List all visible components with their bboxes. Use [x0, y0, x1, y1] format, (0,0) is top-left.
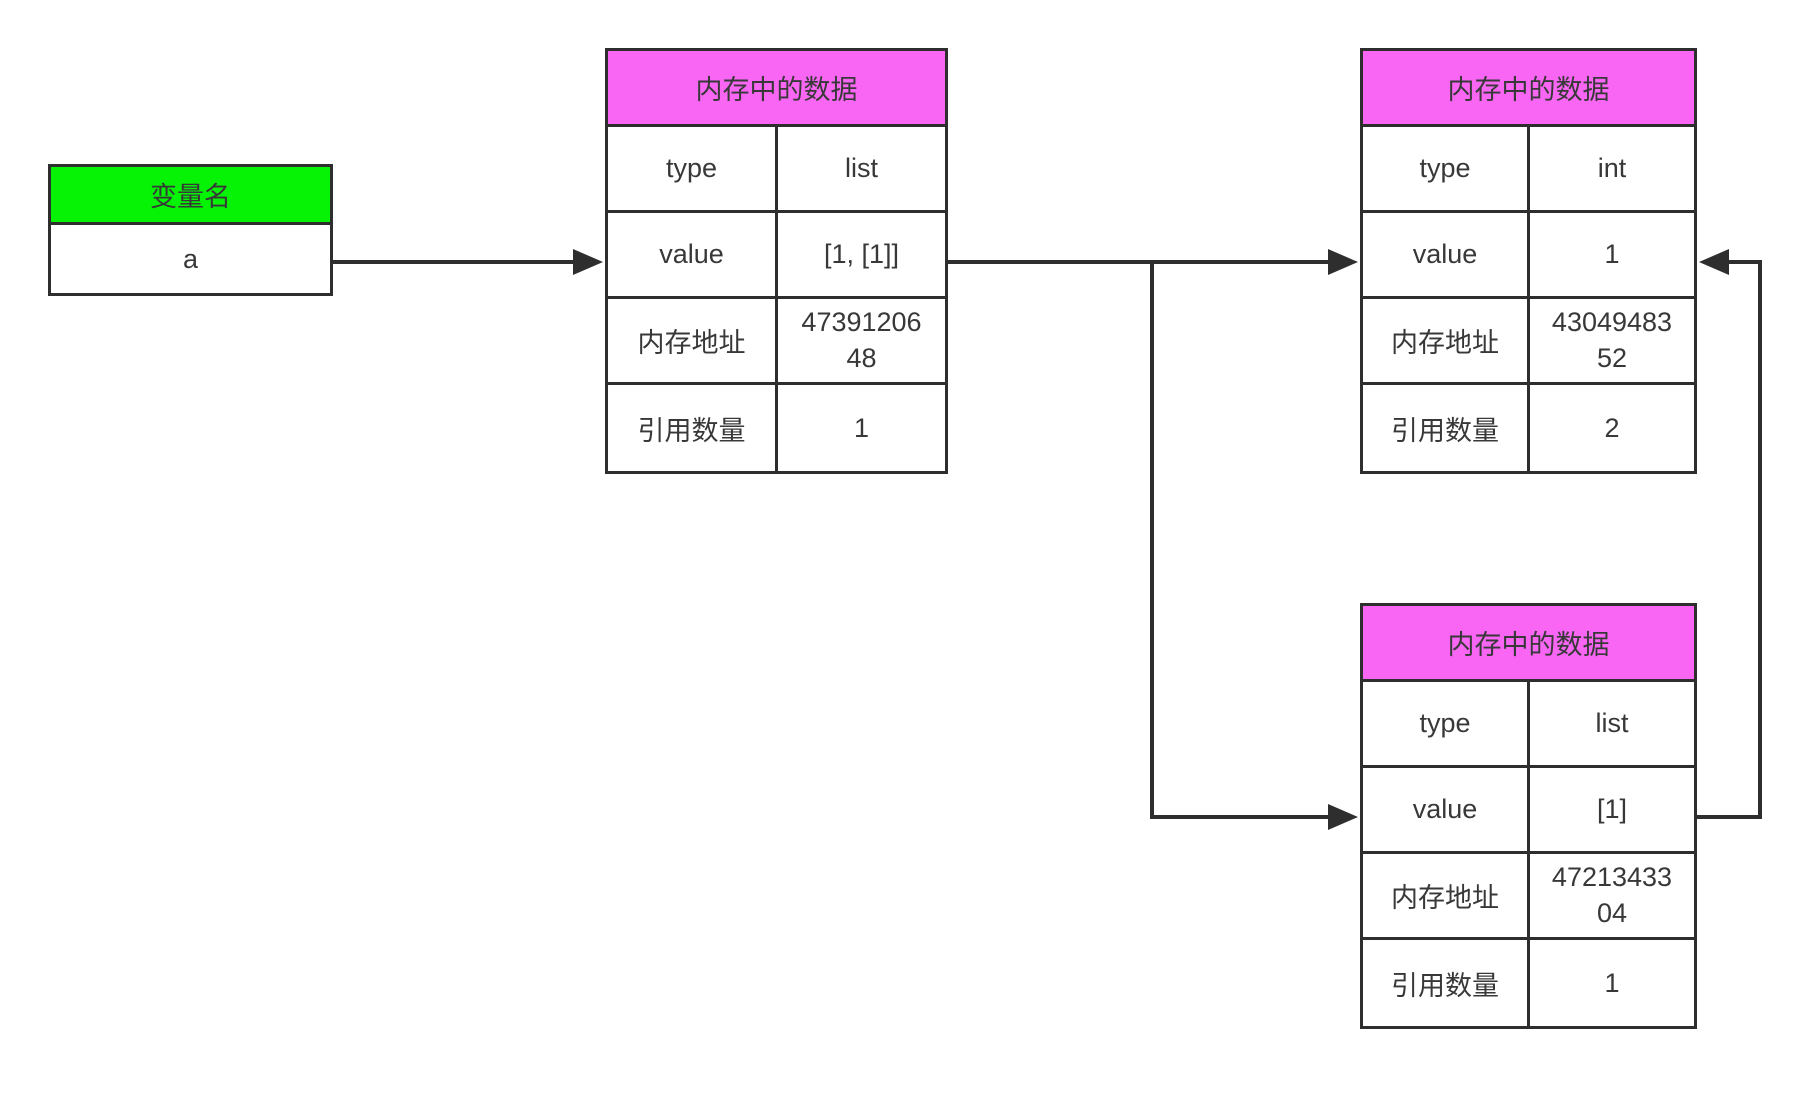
table-row-value: value 1 — [1363, 213, 1694, 299]
table-row-value: value [1, [1]] — [608, 213, 945, 299]
row-value: [1] — [1596, 794, 1628, 824]
row-label: 引用数量 — [608, 385, 778, 471]
table-row-refcount: 引用数量 1 — [1363, 940, 1694, 1026]
row-label: 内存地址 — [608, 299, 778, 382]
row-label: value — [1363, 213, 1530, 296]
memory-table-int: 内存中的数据 type int value 1 内存地址 4304948352 … — [1360, 48, 1697, 474]
row-label: 引用数量 — [1363, 940, 1530, 1026]
table-row-value: value [1] — [1363, 768, 1694, 854]
row-value: 1 — [1604, 239, 1620, 269]
memory-address: 4739120648 — [801, 307, 922, 373]
row-value: list — [1595, 708, 1629, 738]
table-row-address: 内存地址 4304948352 — [1363, 299, 1694, 385]
table-row-address: 内存地址 4721343304 — [1363, 854, 1694, 940]
memory-table-header: 内存中的数据 — [1363, 606, 1694, 682]
row-label: value — [1363, 768, 1530, 851]
row-value: list — [845, 153, 878, 183]
variable-name-cell: a — [182, 243, 199, 274]
table-row-refcount: 引用数量 1 — [608, 385, 945, 471]
table-row-type: type list — [608, 127, 945, 213]
row-label: type — [1363, 682, 1530, 765]
row-value: 4304948352 — [1530, 299, 1694, 382]
row-value: 1 — [853, 412, 870, 443]
row-value: 4721343304 — [1530, 854, 1694, 937]
row-value: int — [1597, 153, 1627, 183]
table-row-refcount: 引用数量 2 — [1363, 385, 1694, 471]
memory-table-outer-list: 内存中的数据 type list value [1, [1]] 内存地址 473… — [605, 48, 948, 474]
row-label: 引用数量 — [1363, 385, 1530, 471]
row-label: type — [1363, 127, 1530, 210]
row-label: 内存地址 — [1363, 299, 1530, 382]
variable-box: 变量名 a — [48, 164, 333, 296]
memory-address: 4304948352 — [1551, 307, 1673, 373]
memory-address: 4721343304 — [1551, 862, 1673, 928]
variable-box-header: 变量名 — [51, 167, 330, 225]
row-value: 1 — [1604, 967, 1620, 998]
row-value: 4739120648 — [778, 299, 945, 382]
table-row-type: type int — [1363, 127, 1694, 213]
row-label: type — [608, 127, 778, 210]
row-label: value — [608, 213, 778, 296]
row-label: 内存地址 — [1363, 854, 1530, 937]
arrow-outer-list-to-int — [948, 249, 1358, 275]
memory-table-inner-list: 内存中的数据 type list value [1] 内存地址 47213433… — [1360, 603, 1697, 1029]
memory-table-header: 内存中的数据 — [608, 51, 945, 127]
row-value: 2 — [1604, 412, 1620, 443]
memory-table-header: 内存中的数据 — [1363, 51, 1694, 127]
table-row-address: 内存地址 4739120648 — [608, 299, 945, 385]
arrow-inner-list-to-int-loop — [1697, 249, 1762, 819]
table-row-type: type list — [1363, 682, 1694, 768]
arrow-variable-to-outer-list — [333, 249, 603, 275]
row-value: [1, [1]] — [823, 239, 900, 269]
arrow-outer-list-to-inner-list — [1150, 262, 1358, 830]
